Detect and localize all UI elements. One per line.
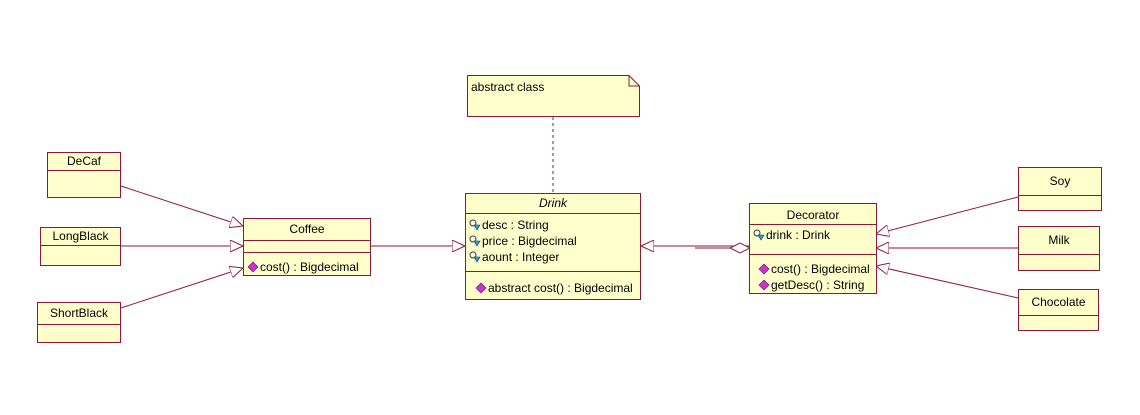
class-chocolate[interactable]: Chocolate: [1018, 289, 1099, 331]
operation-text: cost() : Bigdecimal: [771, 262, 870, 276]
attribute-text: price : Bigdecimal: [482, 234, 577, 248]
class-name: Drink: [466, 194, 640, 214]
attribute-text: desc : String: [482, 218, 549, 232]
attributes-compartment: drink : Drink: [750, 225, 876, 255]
attribute-text: aount : Integer: [482, 250, 560, 264]
class-soy[interactable]: Soy: [1018, 167, 1102, 211]
protected-attribute-icon: [753, 229, 765, 241]
abstract-class-note[interactable]: abstract class: [467, 75, 640, 117]
class-name: LongBlack: [41, 228, 120, 246]
attributes-compartment: [1019, 316, 1098, 324]
chocolate-to-decorator-generalization: [876, 266, 1019, 299]
public-operation-icon: [475, 282, 487, 294]
class-name: DeCaf: [48, 153, 120, 171]
class-decorator[interactable]: Decorator drink : Drink cost() : Bigdeci…: [749, 203, 877, 294]
class-name: Soy: [1019, 168, 1101, 196]
public-operation-icon: [247, 261, 259, 273]
public-operation-icon: [758, 279, 770, 291]
attribute-text: drink : Drink: [766, 228, 831, 242]
attributes-compartment: [48, 171, 120, 184]
soy-to-decorator-generalization: [876, 196, 1019, 234]
attributes-compartment: [244, 241, 370, 253]
operation-row: abstract cost() : Bigdecimal: [472, 280, 640, 296]
operations-compartment: abstract cost() : Bigdecimal: [466, 272, 640, 296]
attributes-compartment: [38, 325, 120, 332]
note-shape: [467, 75, 640, 117]
class-drink[interactable]: Drink desc : String price : Bigdecimal a…: [465, 193, 641, 300]
operations-compartment: cost() : Bigdecimal getDesc() : String: [750, 255, 876, 293]
protected-attribute-icon: [469, 219, 481, 231]
class-decaf[interactable]: DeCaf: [47, 152, 121, 198]
attributes-compartment: [1019, 255, 1099, 263]
protected-attribute-icon: [469, 251, 481, 263]
attribute-row: drink : Drink: [750, 227, 876, 243]
public-operation-icon: [758, 263, 770, 275]
attribute-row: desc : String: [466, 217, 640, 233]
attribute-row: price : Bigdecimal: [466, 233, 640, 249]
operations-compartment: cost() : Bigdecimal: [244, 253, 370, 275]
class-name: Chocolate: [1019, 290, 1098, 316]
attributes-compartment: [41, 246, 120, 254]
operation-row: cost() : Bigdecimal: [755, 261, 876, 277]
class-shortblack[interactable]: ShortBlack: [37, 302, 121, 343]
note-text: abstract class: [471, 80, 545, 94]
attributes-compartment: [1019, 196, 1101, 204]
class-name: Decorator: [750, 204, 876, 225]
decaf-to-coffee-generalization: [120, 185, 243, 226]
class-name: Coffee: [244, 219, 370, 241]
class-longblack[interactable]: LongBlack: [40, 227, 121, 266]
attribute-row: aount : Integer: [466, 249, 640, 265]
operation-row: getDesc() : String: [755, 277, 876, 293]
shortblack-to-coffee-generalization: [120, 268, 243, 309]
attributes-compartment: desc : String price : Bigdecimal aount :…: [466, 214, 640, 272]
class-name: ShortBlack: [38, 303, 120, 325]
class-name: Milk: [1019, 227, 1099, 255]
aggregation-diamond: [728, 242, 752, 254]
operation-row: cost() : Bigdecimal: [244, 259, 370, 275]
operation-text: getDesc() : String: [771, 278, 865, 292]
protected-attribute-icon: [469, 235, 481, 247]
operation-text: cost() : Bigdecimal: [260, 260, 359, 274]
class-coffee[interactable]: Coffee cost() : Bigdecimal: [243, 218, 371, 276]
operation-text: abstract cost() : Bigdecimal: [488, 281, 633, 295]
class-milk[interactable]: Milk: [1018, 226, 1100, 271]
